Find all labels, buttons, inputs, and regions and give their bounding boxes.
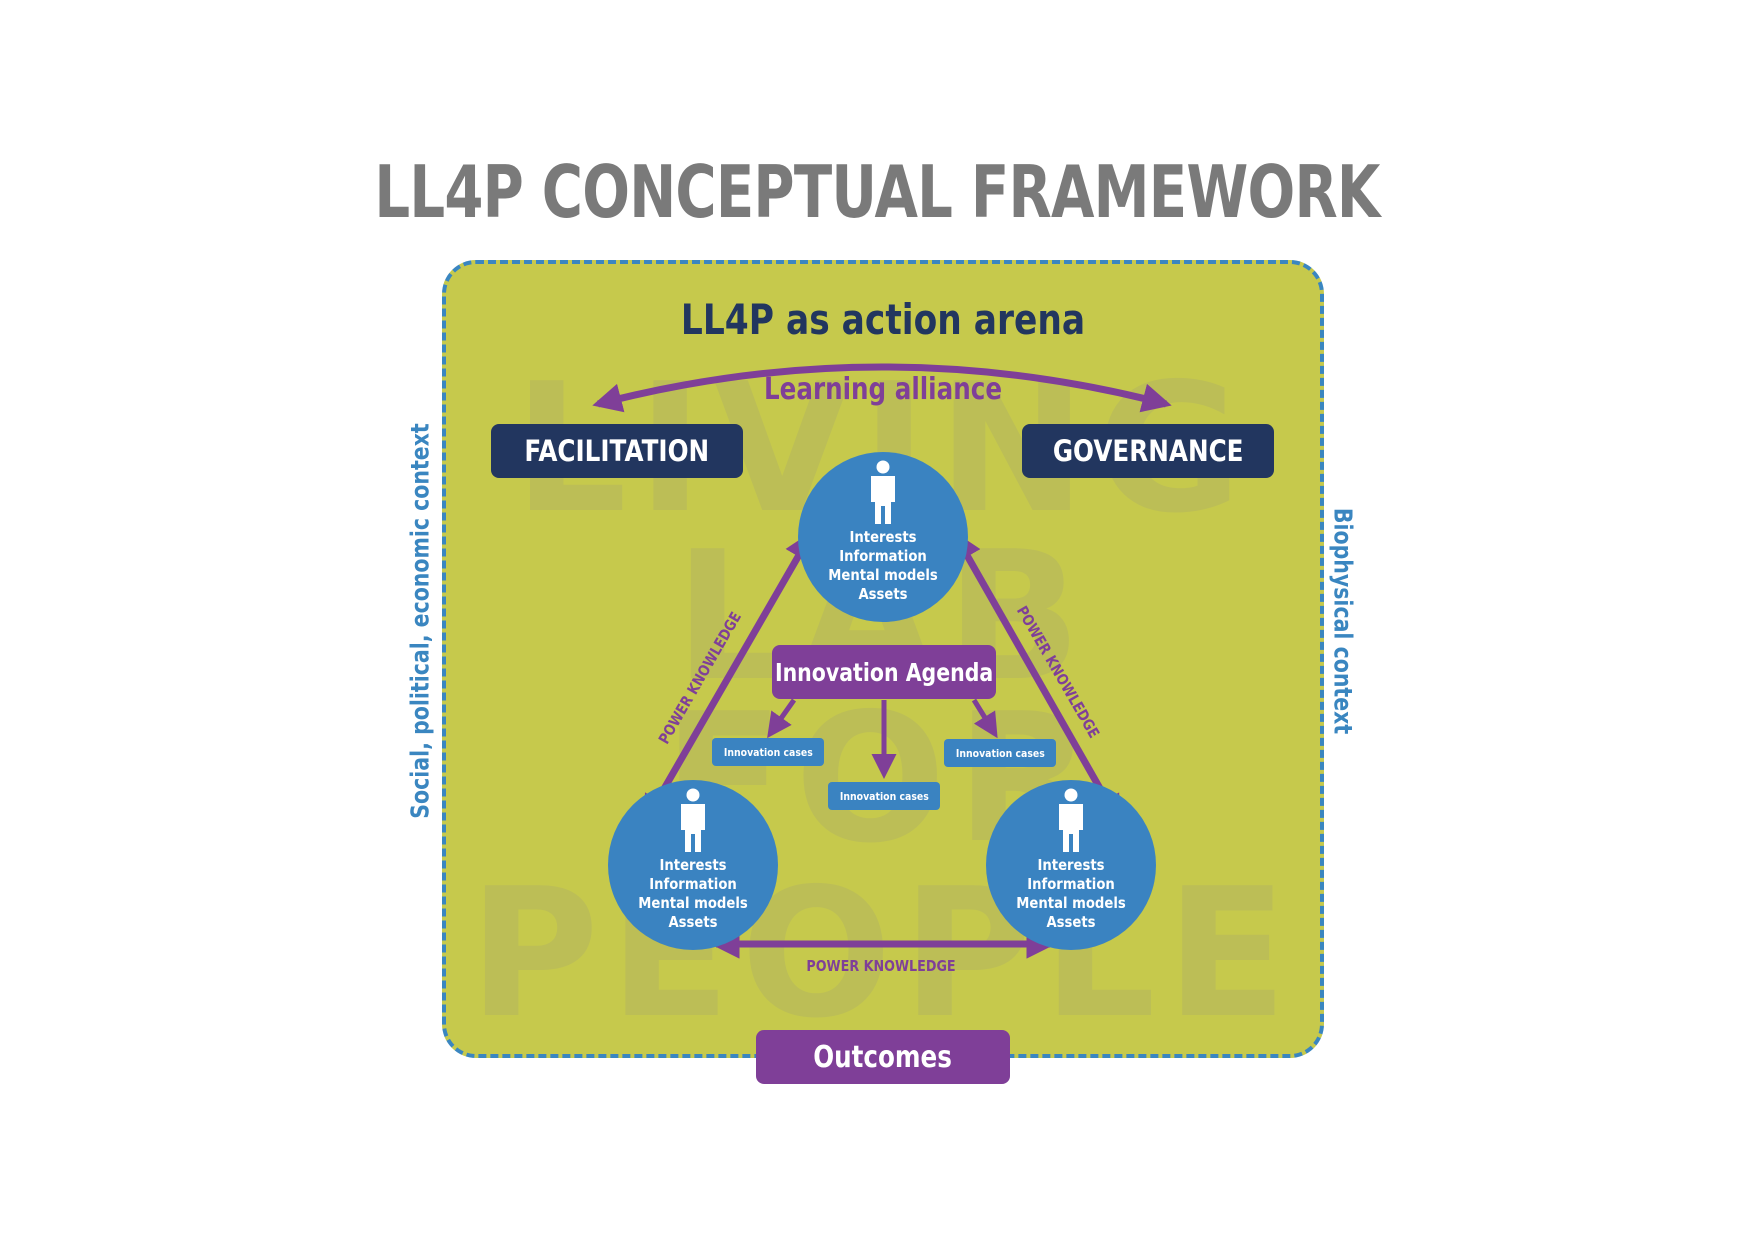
- actor-attribute: Information: [649, 875, 737, 893]
- actor-attribute: Interests: [1037, 856, 1105, 874]
- governance-box: GOVERNANCE: [1022, 424, 1274, 478]
- agenda-to-case-left: [767, 698, 797, 739]
- actor-attribute: Interests: [849, 528, 917, 546]
- actor-circle-right: Interests Information Mental models Asse…: [986, 780, 1156, 950]
- outcomes-box: Outcomes: [756, 1030, 1010, 1084]
- actor-attribute: Assets: [858, 585, 908, 603]
- power-knowledge-arrow-left: [642, 530, 814, 826]
- context-label-left: Social, political, economic context: [405, 423, 435, 819]
- person-icon: [681, 788, 705, 852]
- actor-attribute: Information: [1027, 875, 1115, 893]
- facilitation-label: FACILITATION: [524, 434, 710, 468]
- learning-alliance-arrow: [592, 363, 1172, 413]
- outcomes-label: Outcomes: [813, 1039, 953, 1075]
- actor-attribute: Assets: [668, 913, 718, 931]
- learning-alliance-label: Learning alliance: [763, 372, 1003, 407]
- person-icon: [871, 460, 895, 524]
- innovation-agenda-label: Innovation Agenda: [774, 657, 994, 687]
- actor-attribute: Mental models: [1016, 894, 1126, 912]
- facilitation-box: FACILITATION: [491, 424, 743, 478]
- innovation-case-label: Innovation cases: [955, 746, 1045, 760]
- governance-label: GOVERNANCE: [1052, 434, 1244, 468]
- innovation-case-center: Innovation cases: [828, 782, 940, 810]
- innovation-case-label: Innovation cases: [839, 789, 929, 803]
- arena-title: LL4P as action arena: [680, 295, 1086, 344]
- innovation-case-label: Innovation cases: [723, 745, 813, 759]
- power-knowledge-label-bottom: POWER KNOWLEDGE: [806, 957, 956, 975]
- actor-attribute: Information: [839, 547, 927, 565]
- actor-circle-left: Interests Information Mental models Asse…: [608, 780, 778, 950]
- actor-attribute: Interests: [659, 856, 727, 874]
- page-title: LL4P CONCEPTUAL FRAMEWORK: [374, 150, 1380, 234]
- actor-attribute: Mental models: [828, 566, 938, 584]
- actor-circle-top: Interests Information Mental models Asse…: [798, 452, 968, 622]
- agenda-to-case-right: [971, 698, 998, 739]
- person-icon: [1059, 788, 1083, 852]
- innovation-case-left: Innovation cases: [712, 738, 824, 766]
- actor-attribute: Assets: [1046, 913, 1096, 931]
- power-knowledge-arrow-right: [952, 530, 1122, 826]
- innovation-agenda-box: Innovation Agenda: [772, 645, 996, 699]
- innovation-case-right: Innovation cases: [944, 739, 1056, 767]
- context-label-right: Biophysical context: [1328, 507, 1358, 735]
- actor-attribute: Mental models: [638, 894, 748, 912]
